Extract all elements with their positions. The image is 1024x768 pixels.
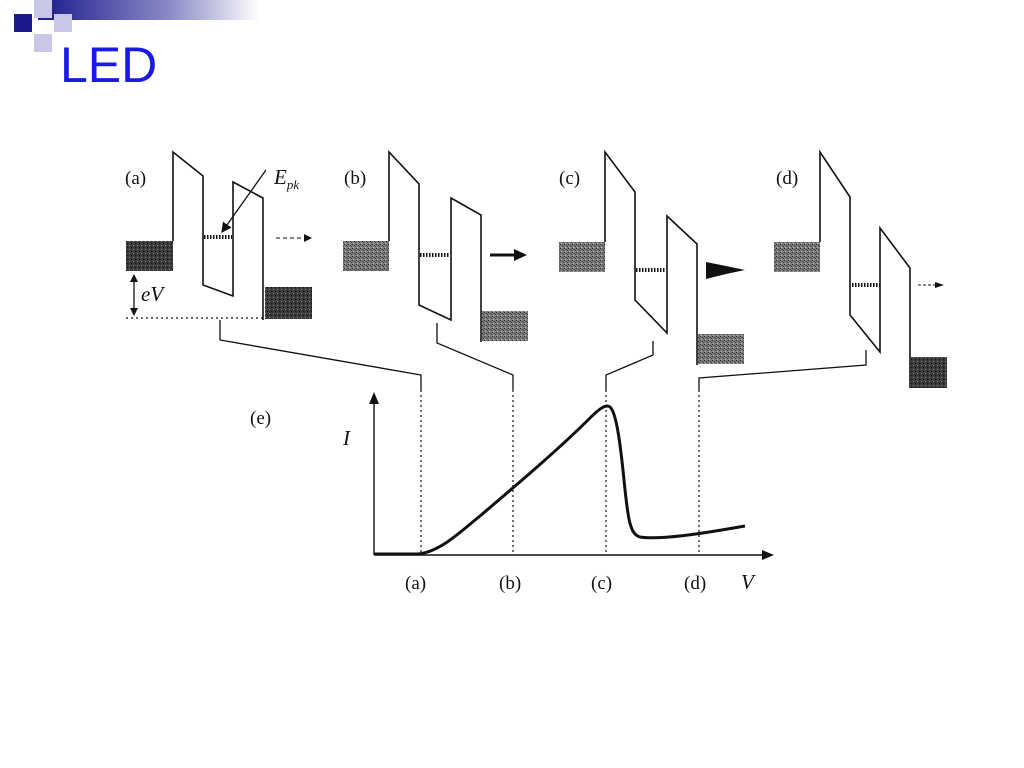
tick-label-d: (d) <box>684 573 706 594</box>
tick-label-c: (c) <box>591 573 612 594</box>
emitter-fermi-sea <box>774 242 820 272</box>
collector-fermi-sea <box>698 334 744 364</box>
deco-square-light <box>54 14 72 32</box>
title-decoration <box>14 0 260 52</box>
tick-label-a: (a) <box>405 573 426 594</box>
deco-square-dark <box>14 14 32 32</box>
collector-fermi-sea <box>265 287 312 319</box>
peak-energy-pointer <box>221 169 267 234</box>
panel-label-a: (a) <box>125 168 146 189</box>
connector-b <box>436 323 514 390</box>
band-panel-c: (c) <box>559 149 745 365</box>
panel-label-e: (e) <box>250 408 271 429</box>
tick-label-b: (b) <box>499 573 521 594</box>
panel-label-b: (b) <box>344 168 366 189</box>
deco-square-light <box>34 0 52 18</box>
band-panel-b: (b) <box>343 149 528 342</box>
tunnel-current-arrow <box>706 262 745 279</box>
barrier-profile <box>819 149 911 388</box>
y-axis-label: I <box>342 426 351 450</box>
tunnel-current-arrowhead <box>304 234 312 242</box>
barrier-profile <box>604 149 698 365</box>
bias-label: eV <box>141 282 165 306</box>
band-panel-a: (a) Epk eV <box>125 150 312 320</box>
x-axis-label: V <box>741 570 756 594</box>
tunnel-current-arrowhead <box>935 282 944 288</box>
emitter-fermi-sea <box>343 241 389 271</box>
title-gradient-bar <box>38 0 260 20</box>
panel-label-d: (d) <box>776 168 798 189</box>
band-panel-d: (d) <box>774 149 947 388</box>
deco-square-white <box>14 34 32 52</box>
connector-a <box>219 320 422 390</box>
y-axis-arrowhead <box>369 392 379 404</box>
panel-label-c: (c) <box>559 168 580 189</box>
deco-square-light <box>34 34 52 52</box>
emitter-fermi-sea <box>559 242 605 272</box>
panel-connectors <box>219 320 867 390</box>
barrier-profile <box>172 150 264 320</box>
bias-arrow-up <box>130 274 138 282</box>
peak-energy-label: Epk <box>273 165 299 192</box>
bias-arrow-down <box>130 308 138 316</box>
collector-fermi-sea <box>910 357 947 388</box>
collector-fermi-sea <box>482 311 528 341</box>
x-axis-arrowhead <box>762 550 774 560</box>
iv-curve-panel: (e) I V (a) (b) (c) (d) <box>250 390 774 594</box>
slide-title: LED <box>60 37 158 93</box>
tunnel-current-arrowhead <box>514 249 527 261</box>
connector-c <box>605 341 654 390</box>
emitter-fermi-sea <box>126 241 173 271</box>
connector-d <box>698 350 867 390</box>
barrier-profile <box>388 149 482 342</box>
iv-curve <box>374 404 746 556</box>
